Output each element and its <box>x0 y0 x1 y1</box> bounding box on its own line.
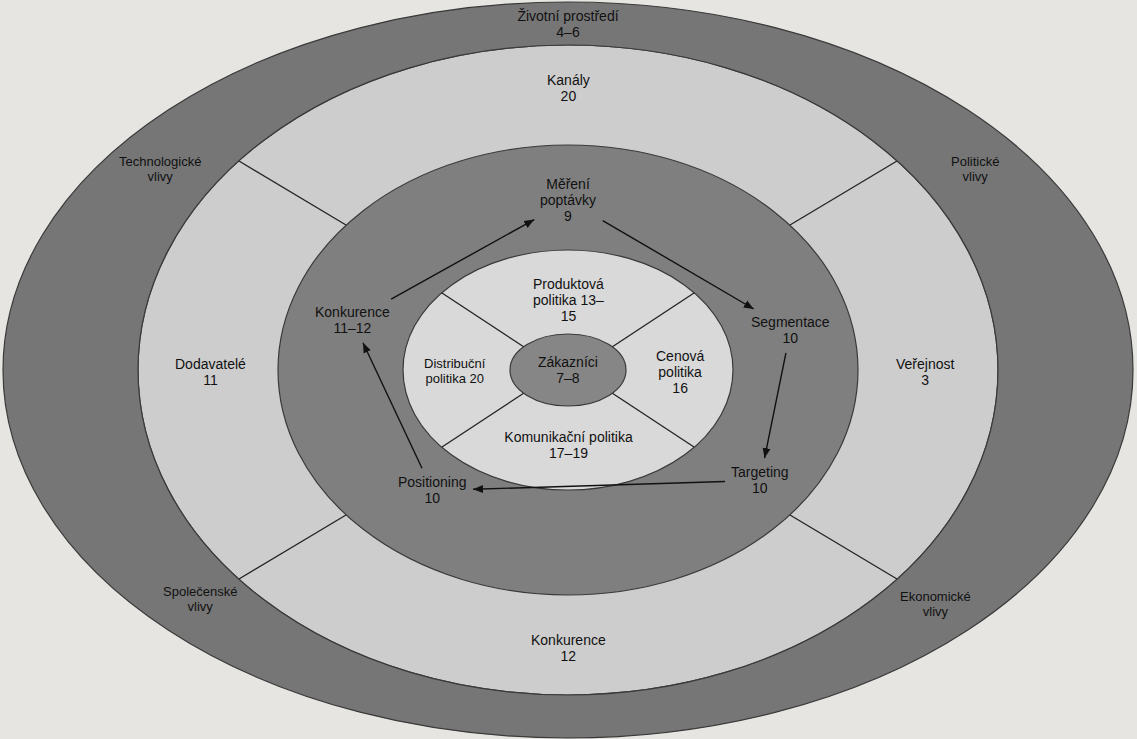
text-slot: Technologické vlivy <box>119 155 201 185</box>
process-step: Měření poptávky 9 <box>536 172 601 229</box>
influence-label: Společenské vlivy <box>163 585 237 615</box>
cycle-arrow <box>603 221 754 309</box>
mix-ring <box>403 250 733 490</box>
text-slot: Společenské vlivy <box>163 585 237 615</box>
mix-segment: Produktová politika 13–15 <box>529 272 608 329</box>
cycle-arrow <box>765 353 786 458</box>
process-step: Positioning 10 <box>394 470 471 511</box>
core-ellipse-label: Zákazníci 7–8 <box>534 350 602 391</box>
process-step: Segmentace 10 <box>747 310 834 351</box>
core-ellipse-label-text: Zákazníci 7–8 <box>538 354 598 386</box>
band-segment-text: Dodavatelé 11 <box>175 356 246 388</box>
mix-segment: Komunikační politika 17–19 <box>499 425 638 466</box>
influence-label: Ekonomické vlivy <box>900 590 971 620</box>
band-segment: Konkurence 12 <box>527 628 610 669</box>
band-segment-text: Veřejnost 3 <box>896 356 954 388</box>
band-segment-text: Konkurence 12 <box>531 632 606 664</box>
process-step-text: Positioning 10 <box>398 474 467 506</box>
band-segment: Veřejnost 3 <box>892 352 959 393</box>
mix-segment-text: Komunikační politika 17–19 <box>503 429 634 461</box>
cycle-arrow <box>391 220 534 300</box>
environment-band <box>3 2 1133 738</box>
ring-divider <box>239 161 346 225</box>
text-slot: Politické vlivy <box>951 155 999 185</box>
mix-segment-text: Distribuční politika 20 <box>424 357 485 387</box>
process-step-text: Targeting 10 <box>731 464 789 496</box>
ring-divider <box>239 515 346 579</box>
strategy-ring <box>278 145 858 595</box>
ring-divider <box>612 293 694 347</box>
band-segment: Dodavatelé 11 <box>171 352 250 393</box>
band-segment: Kanály 20 <box>543 68 594 109</box>
ring-divider <box>790 161 897 225</box>
core-ellipse <box>510 334 626 406</box>
ring-title: Životní prostředí 4–6 <box>516 8 620 40</box>
market-ring <box>138 45 998 695</box>
process-step: Targeting 10 <box>727 460 793 501</box>
cycle-arrow <box>473 482 725 490</box>
process-step-text: Konkurence 11–12 <box>315 304 390 336</box>
band-segment-text: Kanály 20 <box>547 72 590 104</box>
text-slot: Ekonomické vlivy <box>900 590 971 620</box>
mix-segment-text: Cenová politika 16 <box>656 348 704 396</box>
mix-segment: Cenová politika 16 <box>652 344 709 401</box>
mix-segment-text: Produktová politika 13–15 <box>533 276 604 324</box>
influence-label: Politické vlivy <box>951 155 999 185</box>
cycle-arrow <box>363 343 422 468</box>
ring-divider <box>790 515 897 579</box>
process-step-text: Měření poptávky 9 <box>540 176 596 224</box>
process-step: Konkurence 11–12 <box>311 300 394 341</box>
text-slot: Životní prostředí 4–6 <box>516 8 620 40</box>
ring-divider <box>442 293 524 347</box>
mix-segment: Distribuční politika 20 <box>420 353 490 391</box>
process-step-text: Segmentace 10 <box>751 314 830 346</box>
influence-label: Technologické vlivy <box>119 155 201 185</box>
